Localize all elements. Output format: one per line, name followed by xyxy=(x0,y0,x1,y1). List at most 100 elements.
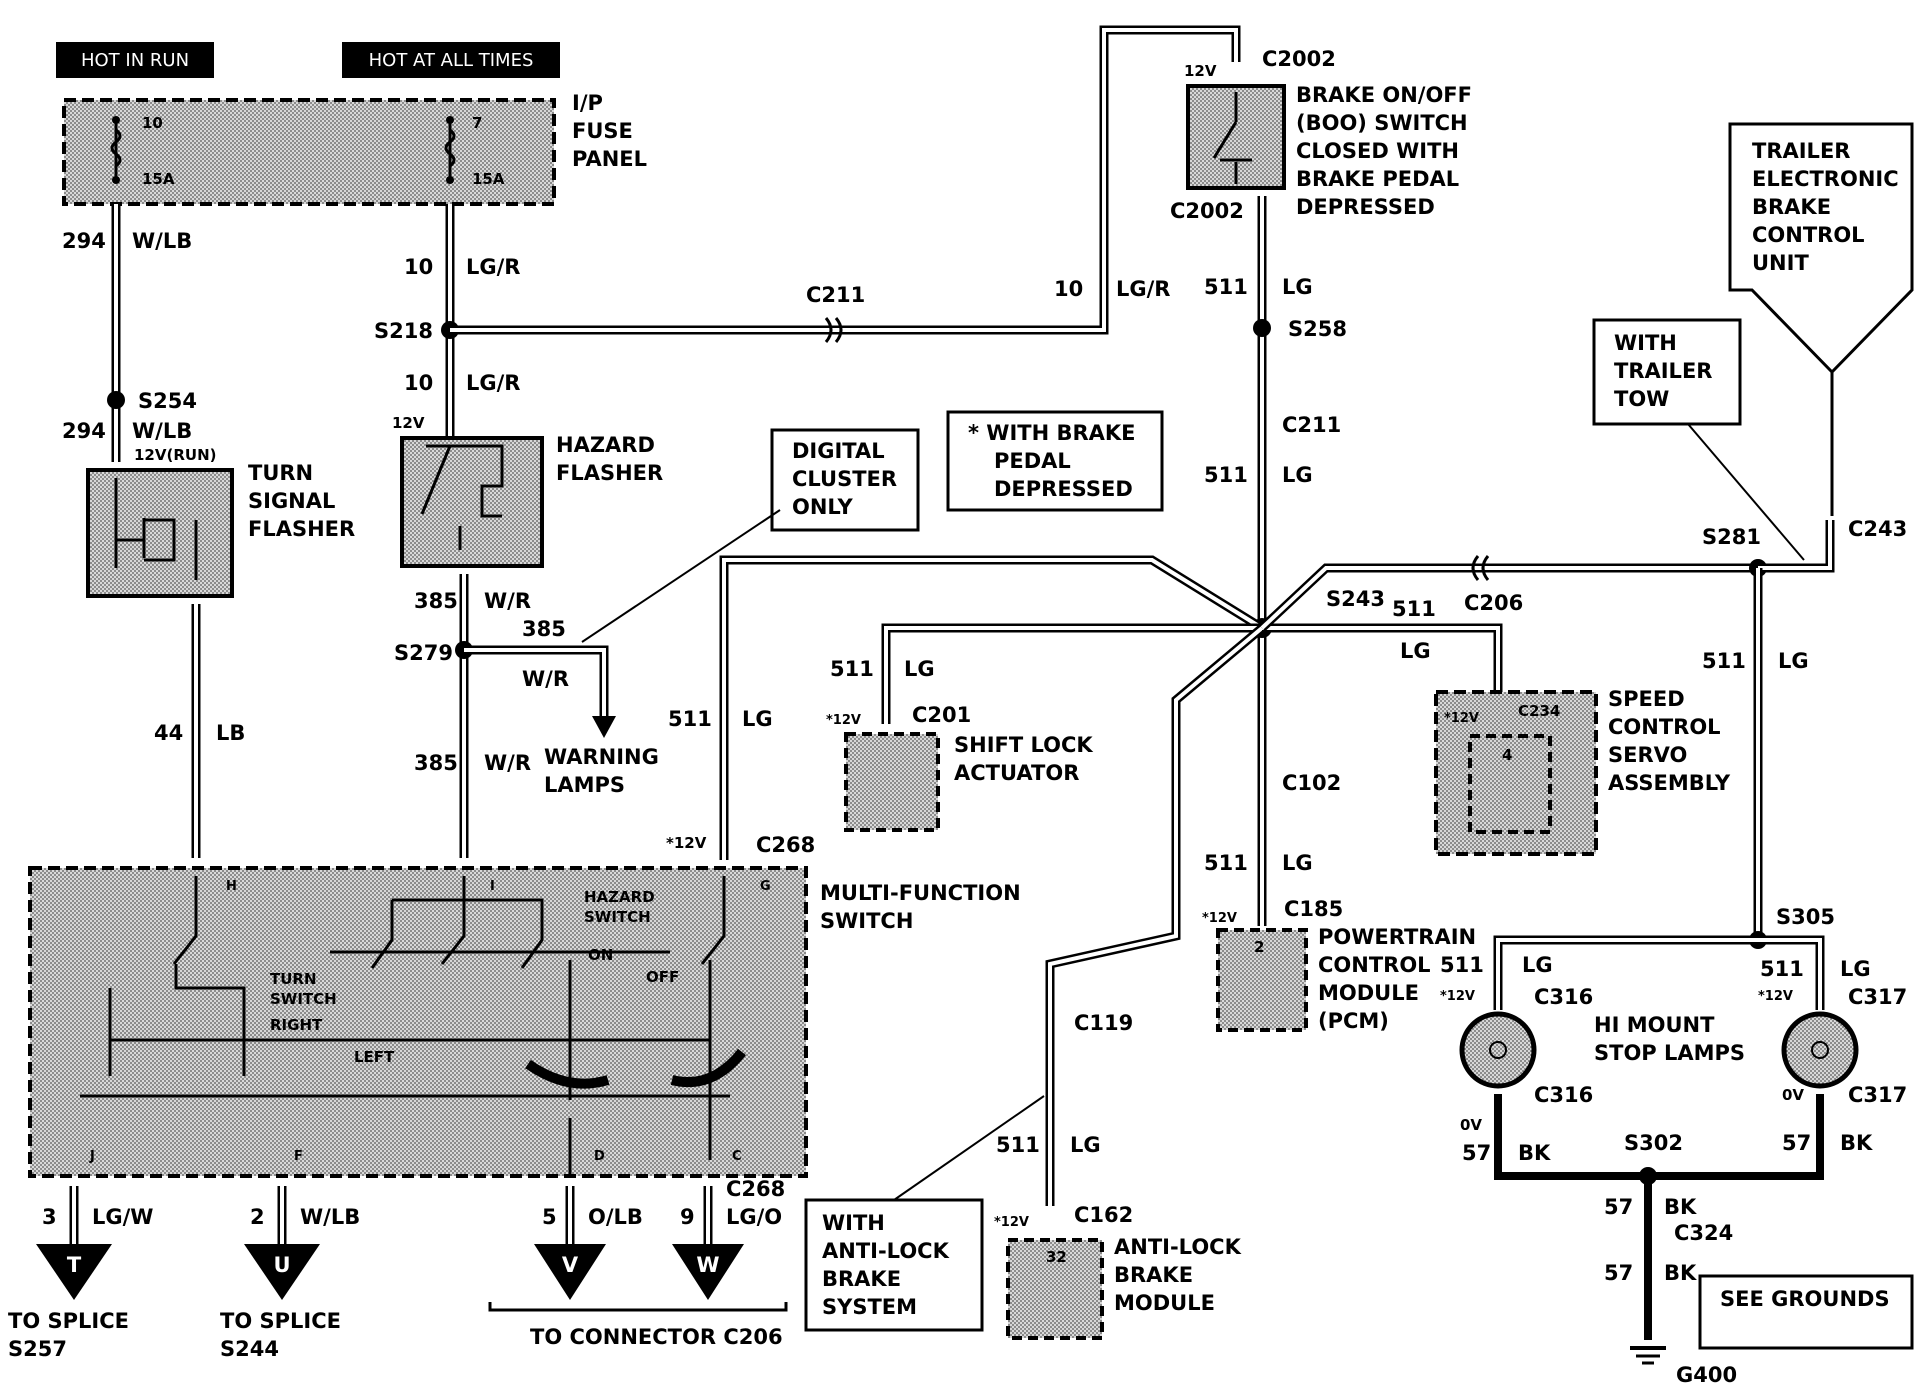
abs-module-label-2: BRAKE xyxy=(1114,1263,1193,1287)
wire-color-label: LG/R xyxy=(466,371,520,395)
ground-g400-symbol xyxy=(1630,1346,1666,1365)
off-label: OFF xyxy=(646,968,679,986)
splice-s258 xyxy=(1253,319,1271,337)
pin-label: 32 xyxy=(1046,1248,1067,1266)
wire-label: 3 xyxy=(42,1205,57,1229)
see-grounds-label: SEE GROUNDS xyxy=(1720,1287,1890,1311)
voltage-label: 12V(RUN) xyxy=(134,446,216,464)
connector-label: C268 xyxy=(756,833,815,857)
powertrain-control-module xyxy=(1216,928,1308,1032)
wire-label: 511 xyxy=(830,657,874,681)
wire-color-label: BK xyxy=(1664,1195,1697,1219)
connector-label: C119 xyxy=(1074,1011,1133,1035)
trailer-label-1: TRAILER xyxy=(1752,139,1850,163)
connector-label: C211 xyxy=(806,283,865,307)
wire-color-label: W/R xyxy=(484,751,531,775)
voltage-label: *12V xyxy=(1444,711,1479,726)
splice-label: S243 xyxy=(1326,587,1385,611)
wire-color-label: BK xyxy=(1840,1131,1873,1155)
wire-color-label: LG xyxy=(1778,649,1809,673)
pin-label: C xyxy=(732,1149,742,1164)
speed-control-servo xyxy=(1434,690,1598,856)
connector-label: C201 xyxy=(912,703,971,727)
hot-at-all-times-header: HOT AT ALL TIMES xyxy=(342,42,560,78)
svg-text:15A: 15A xyxy=(472,170,505,188)
turn-signal-label-3: FLASHER xyxy=(248,517,355,541)
with-trailer-label-3: TOW xyxy=(1614,387,1669,411)
wire-color-label: BK xyxy=(1518,1141,1551,1165)
wire-label: 511 xyxy=(996,1133,1040,1157)
shift-lock-label-2: ACTUATOR xyxy=(954,761,1079,785)
wire-color-label: LG xyxy=(1522,953,1553,977)
wire-color-label: LB xyxy=(216,721,245,745)
wire-color-label: LG/W xyxy=(92,1205,153,1229)
shift-lock-label-1: SHIFT LOCK xyxy=(954,733,1093,757)
svg-text:15A: 15A xyxy=(142,170,175,188)
connector-c206 xyxy=(1471,555,1490,581)
speed-label-4: ASSEMBLY xyxy=(1608,771,1731,795)
voltage-label: *12V xyxy=(666,834,707,852)
wire-color-label: LG xyxy=(904,657,935,681)
connector-label: C102 xyxy=(1282,771,1341,795)
wire-label: 10 xyxy=(404,255,433,279)
wire-color-label: W/R xyxy=(484,589,531,613)
hazard-label-1: HAZARD xyxy=(556,433,655,457)
connector-label: C234 xyxy=(1518,702,1560,720)
connector-label: C324 xyxy=(1674,1221,1733,1245)
wire-color-label: W/LB xyxy=(132,419,192,443)
wire-color-label: W/R xyxy=(522,667,569,691)
connector-label: C316 xyxy=(1534,985,1593,1009)
pcm-label-4: (PCM) xyxy=(1318,1009,1389,1033)
output-wire-v xyxy=(534,1186,606,1300)
speed-label-3: SERVO xyxy=(1608,743,1687,767)
arrow-letter: W xyxy=(696,1253,719,1277)
splice-s254 xyxy=(107,391,125,409)
wire-color-label: LG/R xyxy=(1116,277,1170,301)
wire-color-label: W/LB xyxy=(300,1205,360,1229)
anti-lock-brake-module xyxy=(1006,1238,1104,1340)
wire-511-to-mfs xyxy=(719,555,1265,860)
wire-color-label: LG/O xyxy=(726,1205,782,1229)
arrow-letter: U xyxy=(273,1253,290,1277)
wire-label: 511 xyxy=(1702,649,1746,673)
hazard-switch-label-1: HAZARD xyxy=(584,888,655,906)
splice-dest-label: TO SPLICE xyxy=(8,1309,129,1333)
brake-note xyxy=(946,410,1164,512)
boo-switch xyxy=(1186,84,1286,190)
abs-note-label-4: SYSTEM xyxy=(822,1295,917,1319)
hi-mount-stop-lamp-right xyxy=(1781,1011,1859,1089)
on-label: ON xyxy=(588,946,613,964)
hazard-switch-label-2: SWITCH xyxy=(584,908,651,926)
connector-c211 xyxy=(824,317,843,343)
connector-label: C243 xyxy=(1848,517,1907,541)
voltage-label: *12V xyxy=(1440,989,1475,1004)
speed-label-1: SPEED xyxy=(1608,687,1685,711)
voltage-label: 0V xyxy=(1782,1086,1804,1104)
trailer-label-2: ELECTRONIC xyxy=(1752,167,1899,191)
voltage-label: 12V xyxy=(1184,62,1217,80)
connector-label: C162 xyxy=(1074,1203,1133,1227)
splice-label: S302 xyxy=(1624,1131,1683,1155)
wire-label: 9 xyxy=(680,1205,695,1229)
voltage-label: 0V xyxy=(1460,1116,1482,1134)
turn-signal-label-1: TURN xyxy=(248,461,313,485)
wire-label: 385 xyxy=(414,751,458,775)
wire-label: 10 xyxy=(404,371,433,395)
wire-label: 511 xyxy=(1760,957,1804,981)
hi-mount-label-2: STOP LAMPS xyxy=(1594,1041,1745,1065)
wire-57-ground xyxy=(1494,1094,1824,1180)
wire-color-label: LG xyxy=(1282,463,1313,487)
left-label: LEFT xyxy=(354,1048,395,1066)
wire-color-label: W/LB xyxy=(132,229,192,253)
pin-label: D xyxy=(594,1149,605,1164)
svg-text:HOT IN RUN: HOT IN RUN xyxy=(81,50,189,71)
boo-label-1: BRAKE ON/OFF xyxy=(1296,83,1472,107)
wire-color-label: LG xyxy=(1840,957,1871,981)
voltage-label: *12V xyxy=(1758,989,1793,1004)
connector-label: C206 xyxy=(1464,591,1523,615)
wire-color-label: LG xyxy=(1282,851,1313,875)
wire-label: 57 xyxy=(1462,1141,1491,1165)
pin-label: I xyxy=(490,879,495,894)
splice-label: S254 xyxy=(138,389,197,413)
